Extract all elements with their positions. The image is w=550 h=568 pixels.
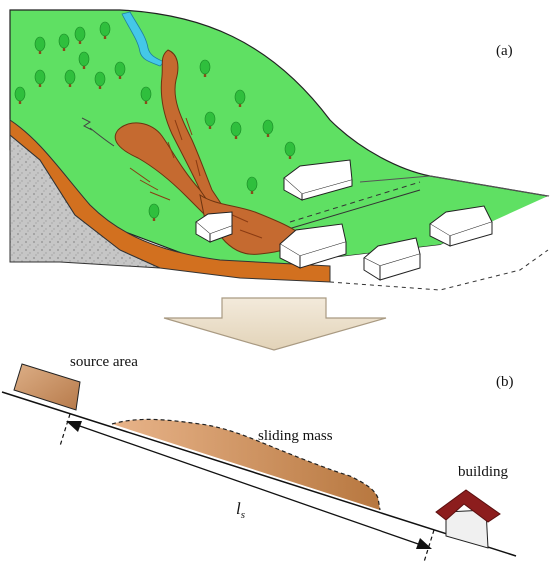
house-5 bbox=[429, 205, 493, 247]
house-2 bbox=[195, 211, 233, 243]
panel-a-illustration bbox=[9, 9, 550, 291]
flat-ground-edge bbox=[359, 175, 549, 197]
slope-line bbox=[1, 391, 517, 557]
panel-b-label: (b) bbox=[496, 374, 514, 390]
debris-flow bbox=[81, 49, 306, 255]
sliding-mass-label: sliding mass bbox=[258, 428, 333, 444]
distance-symbol: l bbox=[236, 499, 241, 518]
road-dashed bbox=[289, 181, 421, 223]
house-3 bbox=[279, 223, 347, 269]
road-edge bbox=[284, 189, 421, 231]
panel-b-diagram bbox=[1, 363, 517, 563]
distance-subscript: s bbox=[241, 509, 245, 521]
sliding-mass bbox=[112, 419, 380, 510]
ground-dashed-front bbox=[329, 249, 549, 291]
buildings-panel-a bbox=[195, 159, 493, 281]
house-1 bbox=[283, 159, 353, 201]
building-label: building bbox=[458, 464, 509, 480]
panel-a-label: (a) bbox=[496, 43, 513, 59]
distance-marker bbox=[59, 413, 435, 563]
house-4 bbox=[363, 237, 421, 281]
building-icon bbox=[435, 489, 501, 549]
source-area-label: source area bbox=[70, 354, 138, 370]
transition-arrow bbox=[163, 297, 387, 351]
distance-label: ls bbox=[236, 499, 245, 521]
arrowhead-right bbox=[416, 538, 432, 549]
source-area-block bbox=[13, 363, 81, 411]
sliding-mass-outline bbox=[111, 418, 381, 511]
arrowhead-left bbox=[66, 421, 82, 432]
